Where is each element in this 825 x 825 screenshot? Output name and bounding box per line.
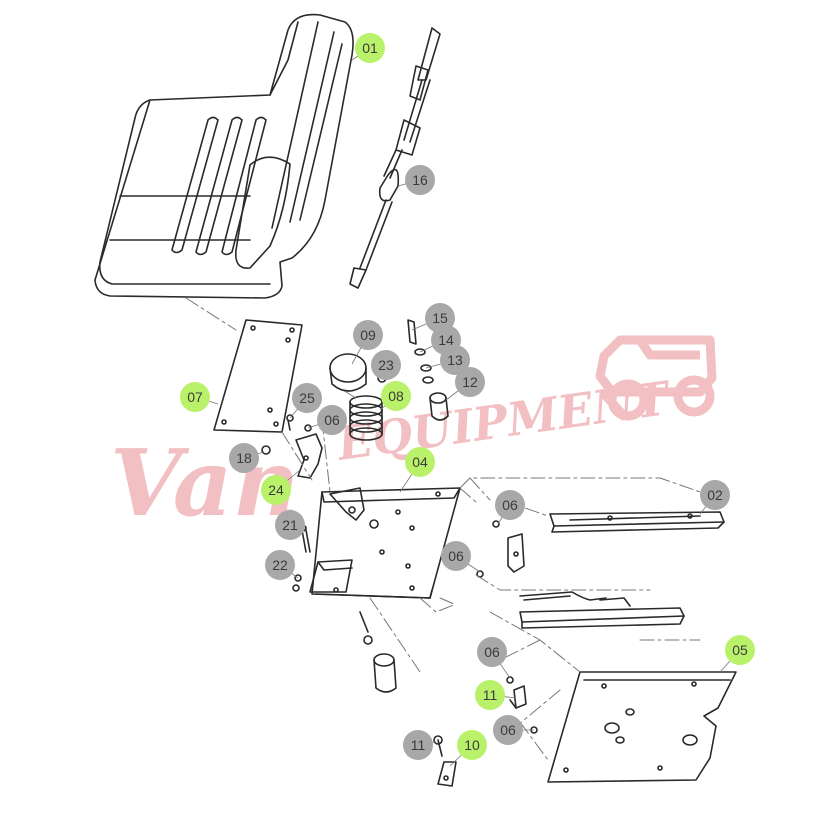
- callout-label: 11: [411, 737, 426, 753]
- callout-02: 02: [699, 480, 730, 515]
- callout-04: 04: [399, 447, 435, 493]
- suspension-spring: [349, 395, 383, 441]
- callout-06: 06: [493, 715, 534, 745]
- callout-label: 07: [187, 389, 203, 405]
- callout-13: 13: [425, 345, 470, 375]
- seat-bracket: [261, 414, 323, 479]
- callout-bubble: [405, 165, 435, 195]
- callout-label: 10: [464, 737, 480, 753]
- callout-bubble: [381, 381, 411, 411]
- assembly-guide-lines: [185, 297, 707, 761]
- callout-label: 06: [500, 722, 516, 738]
- callout-bubble: [180, 382, 210, 412]
- callout-bubble: [292, 383, 322, 413]
- pivot-bolt: [359, 611, 397, 693]
- base-plate: [292, 487, 461, 599]
- callout-16: 16: [397, 165, 435, 195]
- callout-bubble: [265, 550, 295, 580]
- callout-label: 02: [707, 487, 723, 503]
- callout-07: 07: [180, 382, 219, 412]
- callout-bubble: [477, 637, 507, 667]
- callout-label: 23: [378, 357, 394, 373]
- callout-label: 21: [282, 517, 298, 533]
- callout-22: 22: [265, 550, 299, 580]
- callout-bubble: [317, 405, 347, 435]
- watermark: Van EQUIPMENT: [110, 335, 717, 537]
- callout-10: 10: [449, 730, 487, 767]
- callout-label: 12: [462, 374, 478, 390]
- callout-06: 06: [477, 637, 511, 679]
- callout-label: 25: [299, 390, 315, 406]
- callout-05: 05: [719, 635, 755, 673]
- callout-bubble: [261, 475, 291, 505]
- callout-09: 09: [351, 320, 383, 365]
- callout-bubble: [725, 635, 755, 665]
- callout-11: 11: [403, 730, 437, 760]
- callout-label: 06: [502, 497, 518, 513]
- callout-label: 11: [483, 687, 498, 703]
- callout-label: 18: [236, 450, 252, 466]
- callout-06: 06: [307, 405, 347, 435]
- callout-label: 09: [360, 327, 376, 343]
- callout-label: 24: [268, 482, 284, 498]
- jeep-logo: [595, 335, 717, 421]
- seat-belt: [349, 27, 441, 289]
- callout-08: 08: [379, 381, 411, 411]
- callout-06: 06: [495, 490, 525, 525]
- callout-bubble: [493, 715, 523, 745]
- callout-21: 21: [275, 510, 307, 540]
- callout-bubble: [405, 447, 435, 477]
- callout-12: 12: [445, 367, 485, 401]
- small-brackets: [433, 676, 538, 787]
- callout-bubble: [455, 367, 485, 397]
- callout-01: 01: [351, 33, 385, 63]
- callout-label: 22: [272, 557, 288, 573]
- callout-label: 15: [432, 310, 448, 326]
- callout-bubble: [371, 350, 401, 380]
- callout-25: 25: [289, 383, 322, 419]
- slide-rail-lower: [476, 570, 685, 629]
- callout-label: 08: [388, 388, 404, 404]
- callout-label: 01: [362, 40, 378, 56]
- callout-bubble: [457, 730, 487, 760]
- callout-11: 11: [475, 680, 517, 710]
- callout-label: 13: [447, 352, 463, 368]
- callout-bubble: [355, 33, 385, 63]
- callout-label: 04: [412, 454, 428, 470]
- callout-label: 05: [732, 642, 748, 658]
- callout-06: 06: [441, 541, 481, 573]
- callout-bubble: [495, 490, 525, 520]
- seat-cushion-backrest: [94, 13, 354, 299]
- callout-bubble: [700, 480, 730, 510]
- callout-bubble: [441, 541, 471, 571]
- spring-cap: [329, 353, 367, 392]
- floor-mounting-plate: [547, 671, 737, 783]
- callout-bubble: [440, 345, 470, 375]
- callout-bubble: [275, 510, 305, 540]
- callout-label: 06: [448, 548, 464, 564]
- callout-label: 06: [484, 644, 500, 660]
- callout-bubble: [229, 443, 259, 473]
- callout-18: 18: [229, 443, 265, 473]
- callout-label: 16: [412, 172, 428, 188]
- callout-bubble: [353, 320, 383, 350]
- callout-bubble: [475, 680, 505, 710]
- callout-bubble: [403, 730, 433, 760]
- callout-23: 23: [371, 350, 401, 380]
- callout-24: 24: [261, 469, 301, 505]
- slide-rail-upper: [492, 511, 725, 573]
- callout-label: 06: [324, 412, 340, 428]
- callout-label: 14: [438, 332, 454, 348]
